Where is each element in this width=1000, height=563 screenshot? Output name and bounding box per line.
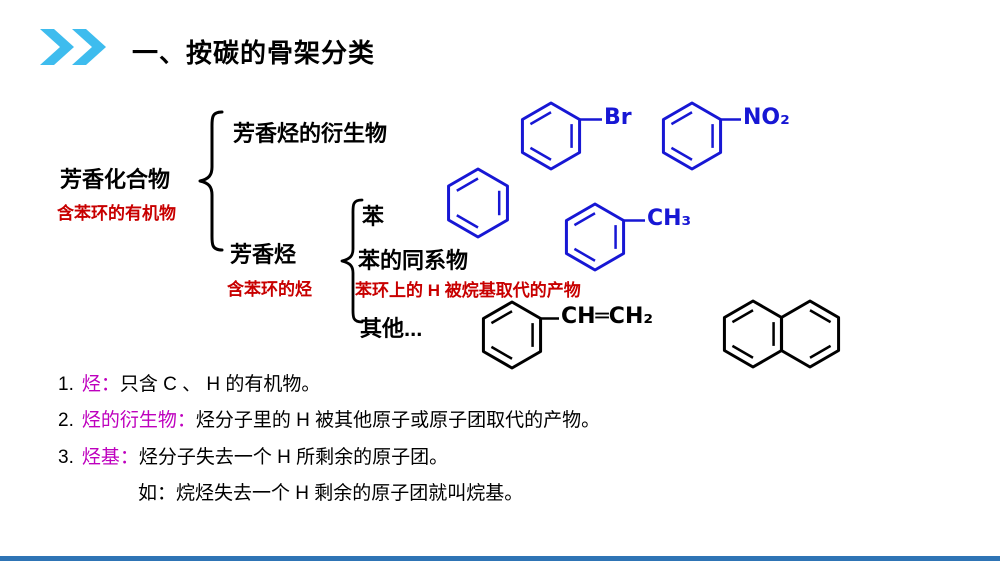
others-label: 其他... [360,316,423,341]
branch-hydrocarbons-label: 芳香烃 [230,242,297,267]
toluene-ring [564,202,645,272]
root-label-aromatic-compounds: 芳香化合物 [60,167,171,192]
toluene-substituent-label: CH₃ [647,206,692,231]
definition-text: 只含 C 、 H 的有机物。 [119,374,321,395]
nitrobenzene-ring [661,101,741,171]
styrene-substituent-label: CH═CH₂ [561,304,653,329]
brace-level2 [340,198,364,324]
definition-hydrocarbyl: 3. 烃基：烃分子失去一个 H 所剩余的原子团。 [58,442,448,469]
page-title: 一、按碳的骨架分类 [132,38,376,68]
footer-accent-bar [0,556,1000,561]
definition-derivative: 2. 烃的衍生物：烃分子里的 H 被其他原子或原子团取代的产物。 [58,405,600,432]
double-chevron-icon [40,29,106,65]
naphthalene-right-ring [779,299,841,369]
definition-number: 3. [58,447,74,468]
definition-text: 烃分子失去一个 H 所剩余的原子团。 [138,447,449,468]
branch-hydrocarbons-note: 含苯环的烃 [227,280,312,299]
naphthalene-left-ring [722,299,784,369]
nitrobenzene-substituent-label: NO₂ [743,105,790,130]
styrene-ring [481,300,559,370]
bromobenzene-substituent-label: Br [604,105,632,130]
definition-term: 烃基： [81,447,139,468]
benzene-ring [447,167,509,239]
example-line: 如：烷烃失去一个 H 剩余的原子团就叫烷基。 [138,483,524,504]
brace-level1 [198,110,224,252]
homolog-label: 苯的同系物 [358,248,469,273]
root-note: 含苯环的有机物 [57,204,176,223]
definition-hydrocarbon: 1. 烃：只含 C 、 H 的有机物。 [58,369,320,396]
bromobenzene-ring [520,101,602,171]
homolog-note: 苯环上的 H 被烷基取代的产物 [355,281,581,300]
definition-text: 烃分子里的 H 被其他原子或原子团取代的产物。 [195,410,601,431]
definition-number: 1. [58,374,74,395]
branch-derivatives-label: 芳香烃的衍生物 [233,121,388,146]
benzene-label: 苯 [362,204,385,229]
definition-number: 2. [58,410,74,431]
definition-term: 烃： [81,374,120,395]
definition-term: 烃的衍生物： [81,410,196,431]
